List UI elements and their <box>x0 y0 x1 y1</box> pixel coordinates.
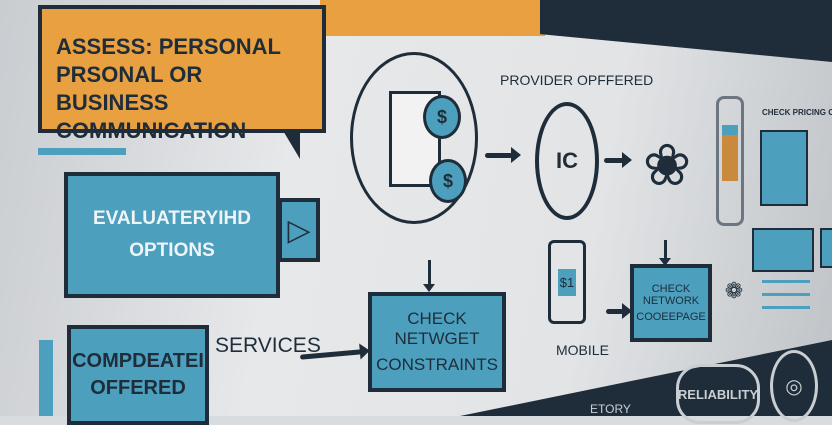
divider <box>38 148 126 155</box>
assess-line3: COMMUNICATION <box>56 118 247 143</box>
check-constraints-box: CHECK NETWGET CONSTRAINTS <box>368 292 506 392</box>
services-label: SERVICES <box>215 334 321 357</box>
arrow-down <box>659 240 671 266</box>
speech-bubble-icon: IC <box>535 102 599 220</box>
compare-line2: OFFERED <box>90 377 186 399</box>
evaluate-box: EVALUATERYIHD OPTIONS <box>64 172 280 298</box>
pricing-box <box>760 130 808 206</box>
document-dollar-icon: $ $ <box>350 52 478 224</box>
coverage-line1: CHECK NETWORK <box>642 283 700 307</box>
reliability-pill[interactable]: RELIABILITY <box>676 364 760 424</box>
assess-box: ASSESS: PERSONAL PRSONAL OR BUSINESS COM… <box>38 5 326 143</box>
side-bar <box>39 340 53 416</box>
reliability-label: RELIABILITY <box>677 386 759 402</box>
assess-line2: PRSONAL OR BUSINESS <box>56 62 203 115</box>
mobile-device-icon: $1 <box>548 240 586 324</box>
arrow-right <box>606 303 632 319</box>
bottom-text: ETORY <box>590 402 631 416</box>
arrow-down <box>423 260 435 292</box>
compare-box: COMPDEATEI OFFERED <box>67 325 209 425</box>
coverage-line2: COOEEPAGE <box>636 311 706 323</box>
network-icon: ❁ <box>724 278 744 303</box>
constraints-line2: CONSTRAINTS <box>376 355 498 374</box>
chevron-tab[interactable]: ▷ <box>278 198 320 262</box>
evaluate-line2: OPTIONS <box>129 240 215 261</box>
pricing-label: CHECK PRICING OPTIONS <box>762 108 832 117</box>
mobile-label: MOBILE <box>556 342 609 358</box>
check-coverage-box: CHECK NETWORK COOEEPAGE <box>630 264 712 342</box>
brain-icon: ❀ <box>642 133 692 198</box>
arrow-right <box>485 147 521 163</box>
provider-label: PROVIDER OPFFERED <box>500 72 654 88</box>
mobile-icon-text: $1 <box>557 268 577 296</box>
pricing-chevron-box[interactable] <box>752 228 814 272</box>
arrow-right <box>604 152 632 168</box>
top-orange-bar <box>320 0 545 36</box>
compare-line1: COMPDEATEI <box>72 350 204 372</box>
assess-line1: ASSESS: PERSONAL <box>56 34 281 59</box>
wifi-icon: ◎ <box>770 350 818 422</box>
smartphone-icon <box>716 96 744 226</box>
evaluate-line1: EVALUATERYIHD <box>93 208 251 229</box>
speech-tail <box>282 129 300 159</box>
constraints-line1: CHECK NETWGET <box>394 309 480 348</box>
ic-label: IC <box>556 148 578 173</box>
list-lines <box>762 280 810 309</box>
pricing-chevron-box-2[interactable] <box>820 228 832 268</box>
